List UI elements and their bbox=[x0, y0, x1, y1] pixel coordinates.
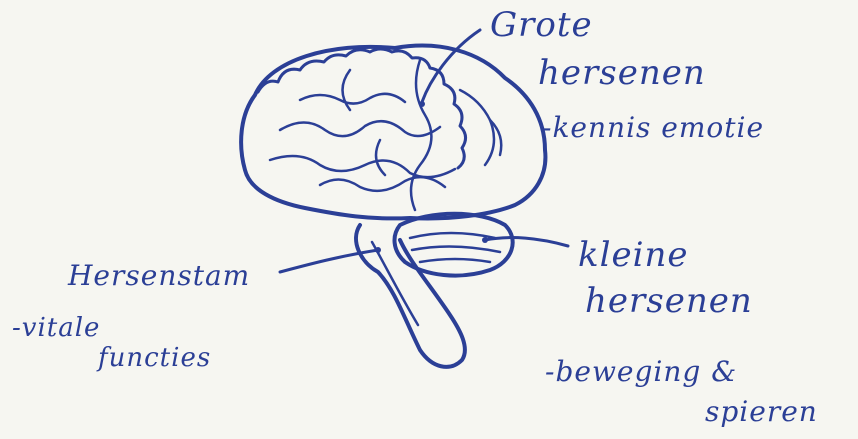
cerebrum-pointer-dot bbox=[419, 101, 425, 107]
brainstem-label: Hersenstam bbox=[68, 262, 250, 290]
cerebrum-label-line2: hersenen bbox=[538, 56, 706, 90]
brainstem-inner bbox=[372, 242, 418, 325]
cerebellum-label-line1: kleine bbox=[578, 238, 689, 272]
cerebellum-function-label-line2: spieren bbox=[705, 398, 818, 426]
cerebrum-label-line1: Grote bbox=[490, 8, 593, 42]
cerebrum-gyri-edge bbox=[258, 49, 466, 168]
cerebrum-function-label: -kennis emotie bbox=[542, 114, 764, 142]
cerebellum-outline bbox=[395, 214, 513, 276]
cerebellum-label-line2: hersenen bbox=[585, 284, 753, 318]
brainstem-function-label-line2: functies bbox=[98, 345, 211, 371]
brainstem-pointer-dot bbox=[375, 247, 381, 253]
cerebellum-pointer bbox=[485, 238, 568, 246]
brainstem-function-label-line1: -vitale bbox=[12, 315, 100, 341]
cerebellum-folds bbox=[410, 233, 500, 262]
cerebellum-pointer-dot bbox=[482, 237, 488, 243]
cerebellum-function-label-line1: -beweging & bbox=[545, 358, 737, 386]
